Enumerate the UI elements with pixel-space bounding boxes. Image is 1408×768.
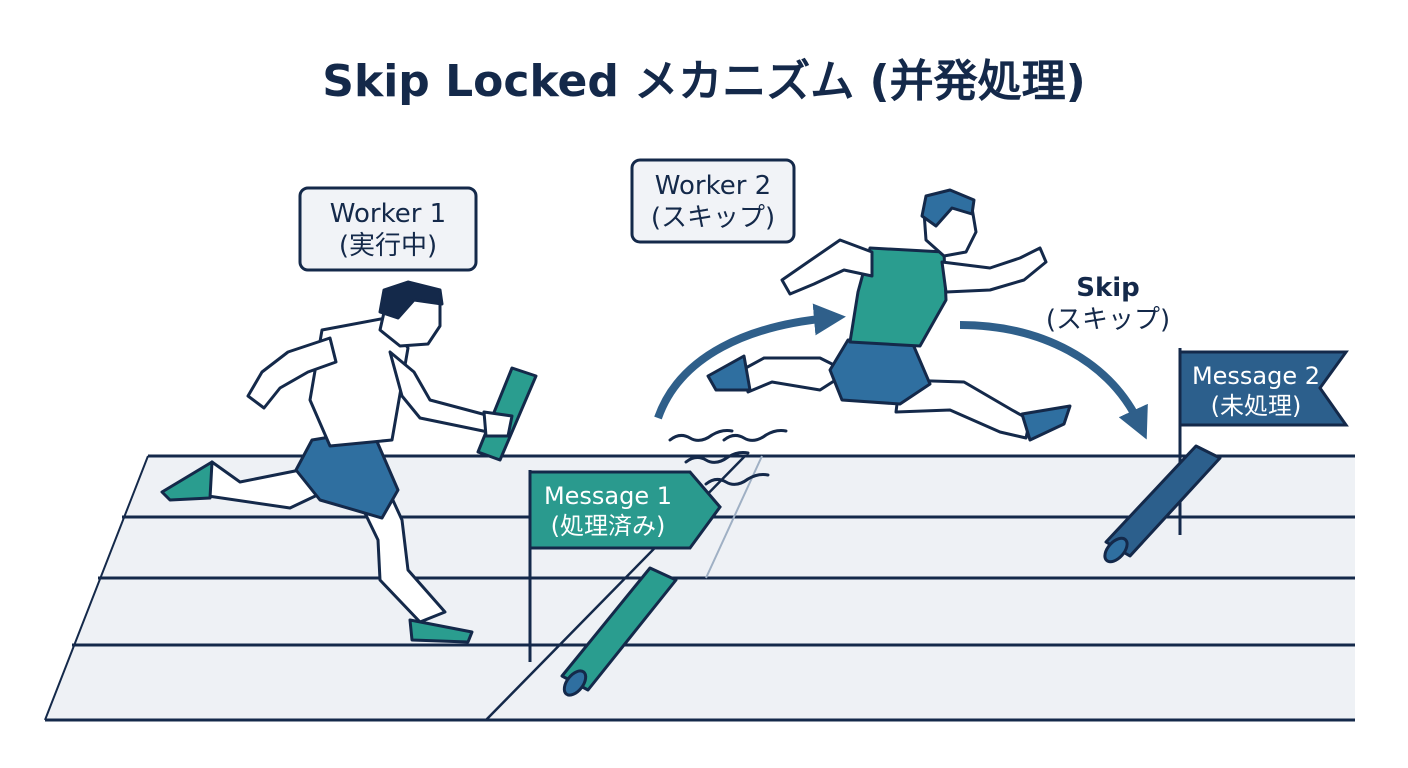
message2-status: (未処理) xyxy=(1211,392,1302,420)
runner-front-arm xyxy=(940,246,1048,294)
runner-front-leg xyxy=(894,378,1032,440)
runner-back-arm xyxy=(780,238,874,296)
label-box xyxy=(298,186,478,272)
jump-arc-descending xyxy=(959,321,1148,440)
message2-name: Message 2 xyxy=(1192,362,1320,390)
flag-cloth xyxy=(528,470,722,550)
skip-title: Skip xyxy=(1076,273,1140,303)
runner-hair xyxy=(378,280,444,320)
runner-shoe xyxy=(408,618,474,644)
runner-front-arm xyxy=(388,350,492,434)
worker1-runner xyxy=(160,280,538,644)
skip-label: Skip (スキップ) xyxy=(1046,273,1170,335)
jump-arc-rising xyxy=(654,303,846,420)
worker1-status: (実行中) xyxy=(339,231,437,261)
message1-flag: Message 1 (処理済み) xyxy=(528,470,722,662)
message1-baton xyxy=(560,566,678,697)
worker2-status: (スキップ) xyxy=(651,203,775,233)
runner-back-arm xyxy=(246,336,338,410)
label-box xyxy=(630,158,796,244)
worker1-label: Worker 1 (実行中) xyxy=(298,186,478,272)
runner-shoe xyxy=(706,354,752,392)
skip-subtitle: (スキップ) xyxy=(1046,305,1170,335)
message2-flag: Message 2 (未処理) xyxy=(1178,348,1349,535)
worker1-name: Worker 1 xyxy=(330,199,446,229)
track-lane-line xyxy=(44,455,149,721)
page-title: Skip Locked メカニズム (并発処理) xyxy=(322,56,1085,107)
message1-status: (処理済み) xyxy=(551,512,666,540)
flag-cloth xyxy=(1178,350,1349,427)
worker2-runner xyxy=(706,188,1072,442)
runner-hand xyxy=(482,410,514,438)
worker2-label: Worker 2 (スキップ) xyxy=(630,158,796,244)
message2-baton xyxy=(1103,444,1222,564)
runner-shoe xyxy=(1020,404,1072,442)
worker2-name: Worker 2 xyxy=(655,171,771,201)
motion-lines xyxy=(668,429,788,486)
runner-hair xyxy=(920,188,976,228)
runner-shorts xyxy=(828,338,932,406)
runner-shoe xyxy=(160,460,214,502)
message1-name: Message 1 xyxy=(544,482,672,510)
